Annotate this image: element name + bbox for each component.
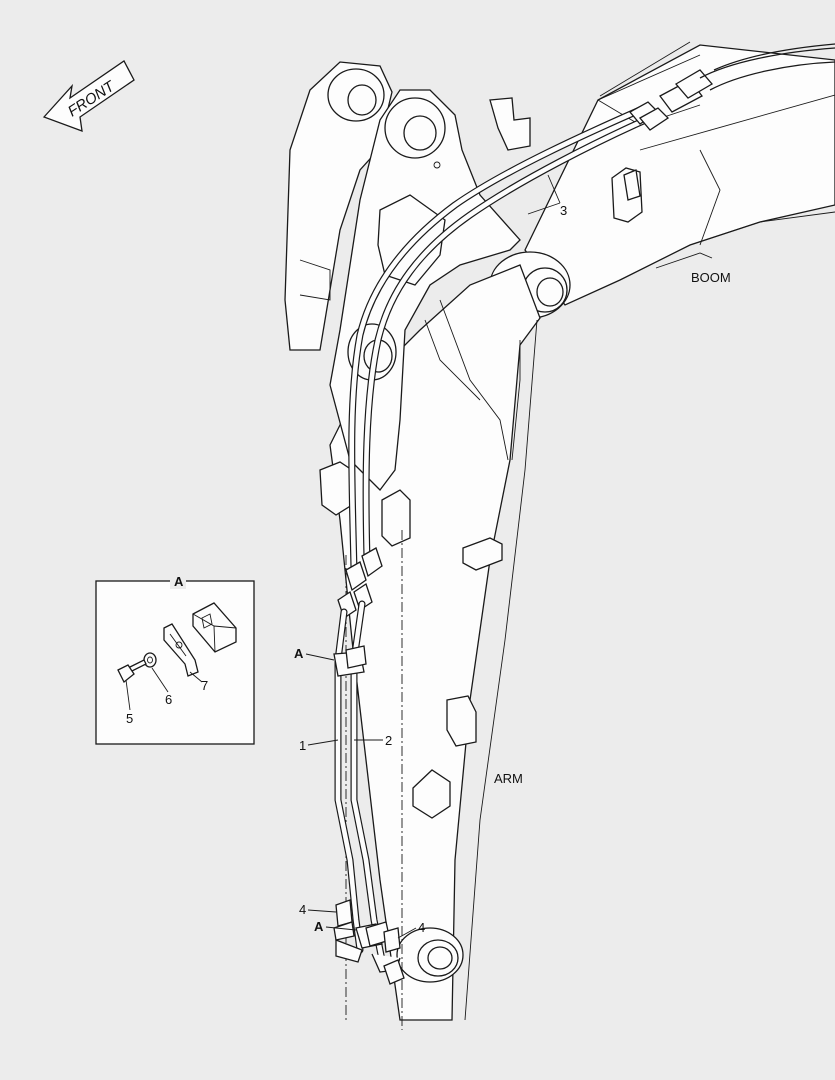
callout-view-a-upper: A — [294, 646, 304, 661]
hose-end-fittings-top — [628, 43, 835, 131]
detail-view-a: A 5 6 7 — [95, 573, 255, 745]
boom — [489, 41, 835, 319]
hose-centerlines — [345, 530, 403, 1030]
pipe-clamp-upper — [333, 645, 367, 677]
part-callouts: 3 A 1 2 4 A 4 — [294, 174, 567, 939]
callout-part-1: 1 — [299, 738, 306, 753]
hose-pipe-fittings — [337, 547, 383, 620]
callout-view-a-lower: A — [314, 919, 324, 934]
hose-part-3 — [348, 106, 654, 574]
component-labels: BOOM ARM — [494, 270, 731, 786]
arm-label: ARM — [494, 771, 523, 786]
boom-label: BOOM — [691, 270, 731, 285]
callout-part-3: 3 — [560, 203, 567, 218]
callout-part-4-right: 4 — [418, 920, 425, 935]
detail-title: A — [174, 574, 184, 589]
callout-part-5: 5 — [126, 711, 133, 726]
front-direction-arrow: FRONT — [42, 60, 135, 132]
callout-part-7: 7 — [201, 678, 208, 693]
callout-part-6: 6 — [165, 692, 172, 707]
callout-part-2: 2 — [385, 733, 392, 748]
pipe-end-fittings — [333, 899, 405, 985]
callout-part-4-left: 4 — [299, 902, 306, 917]
